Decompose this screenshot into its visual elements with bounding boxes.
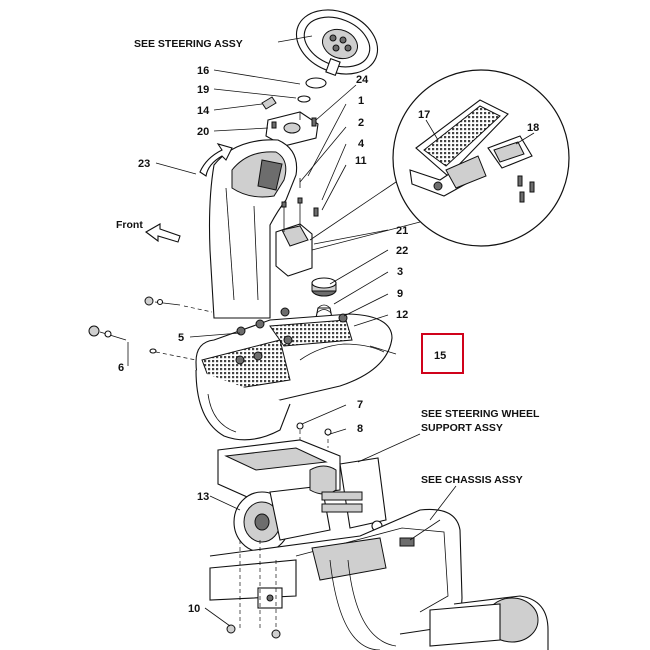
leader-lines xyxy=(127,35,535,627)
callout-18: 18 xyxy=(527,122,539,134)
callout-15: 15 xyxy=(434,350,446,362)
callout-5: 5 xyxy=(178,332,184,344)
front-direction-label: Front xyxy=(116,219,143,231)
rotation-arrow xyxy=(199,143,233,177)
callout-10: 10 xyxy=(188,603,200,615)
front-arrow xyxy=(145,223,181,243)
steering-column-housing xyxy=(208,139,298,319)
callout-17: 17 xyxy=(418,109,430,121)
chassis-assy-reference: SEE CHASSIS ASSY xyxy=(421,474,523,486)
callout-12: 12 xyxy=(396,309,408,321)
steering-wheel-support-reference-line2: SUPPORT ASSY xyxy=(421,422,503,434)
bottom-hardware xyxy=(226,422,332,639)
callout-3: 3 xyxy=(397,266,403,278)
operator-platform xyxy=(195,307,393,441)
steering-wheel xyxy=(295,9,379,89)
callout-23: 23 xyxy=(138,158,150,170)
mounting-bolts xyxy=(88,296,213,361)
callout-24: 24 xyxy=(356,74,369,86)
highlight-box-part-15[interactable] xyxy=(421,333,464,374)
steering-wheel-support-reference-line1: SEE STEERING WHEEL xyxy=(421,408,540,420)
speed-control-box xyxy=(275,197,319,277)
callout-2: 2 xyxy=(358,117,364,129)
callout-13: 13 xyxy=(197,491,209,503)
callout-8: 8 xyxy=(357,423,363,435)
callout-16: 16 xyxy=(197,65,209,77)
pedal-detail-circle xyxy=(309,69,570,251)
knob-and-spring xyxy=(311,277,337,319)
callout-14: 14 xyxy=(197,105,210,117)
callout-21: 21 xyxy=(396,225,408,237)
callout-4: 4 xyxy=(358,138,365,150)
steering-assy-reference: SEE STEERING ASSY xyxy=(134,38,243,50)
callout-11: 11 xyxy=(355,155,367,167)
column-small-parts xyxy=(261,95,319,188)
callout-6: 6 xyxy=(118,362,124,374)
callout-1: 1 xyxy=(358,95,364,107)
chassis-frame xyxy=(209,508,549,650)
drive-wheel-assembly xyxy=(217,430,387,553)
callout-7: 7 xyxy=(357,399,363,411)
callout-9: 9 xyxy=(397,288,403,300)
callout-22: 22 xyxy=(396,245,408,257)
callout-19: 19 xyxy=(197,84,209,96)
callout-20: 20 xyxy=(197,126,209,138)
